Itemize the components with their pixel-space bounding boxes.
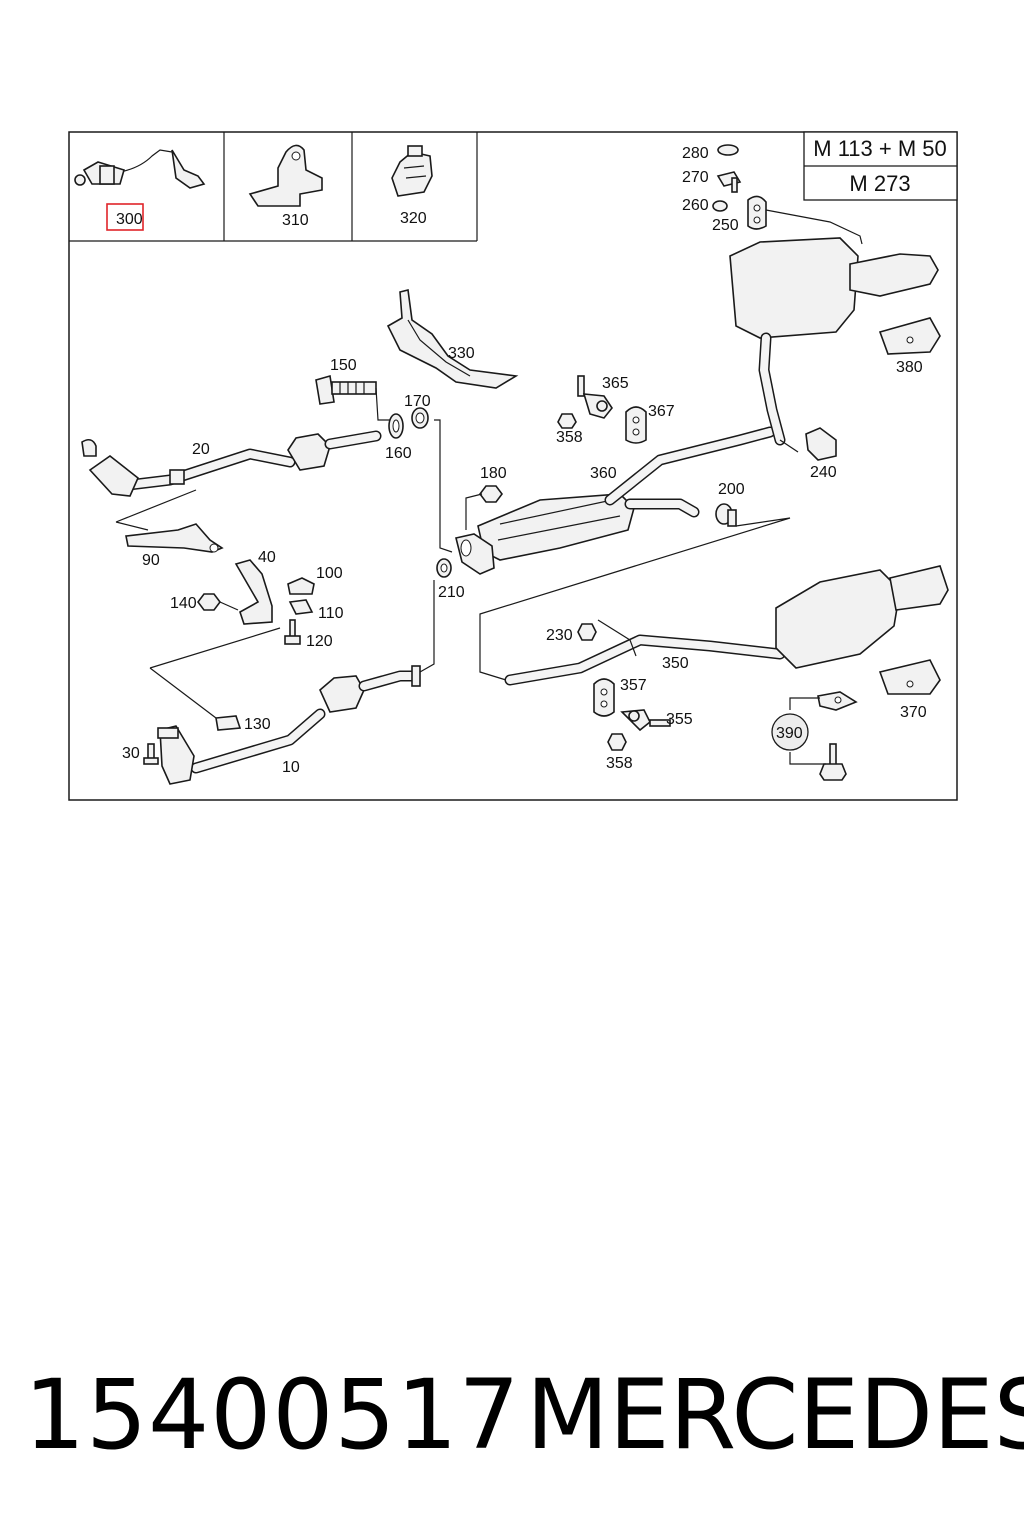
nut-358-lower[interactable] [607, 733, 627, 751]
diagram-frame [68, 131, 958, 801]
highlight-box [106, 203, 144, 231]
nut-358-upper[interactable] [557, 413, 577, 429]
label-360: 360 [590, 465, 617, 482]
heat-shield-330[interactable] [386, 289, 519, 389]
front-pipe-10[interactable] [157, 665, 421, 785]
label-280: 280 [682, 145, 709, 162]
inset-panels [69, 132, 478, 242]
label-358-upper: 358 [556, 429, 583, 446]
label-380: 380 [896, 359, 923, 376]
label-250: 250 [712, 217, 739, 234]
label-20: 20 [192, 441, 210, 458]
rear-pipe-350[interactable] [504, 565, 949, 686]
label-110: 110 [318, 605, 344, 622]
bolt-30[interactable] [143, 743, 159, 765]
nut-140[interactable] [197, 593, 221, 611]
hanger-355[interactable] [620, 709, 671, 732]
label-10: 10 [282, 759, 300, 776]
label-367: 367 [648, 403, 675, 420]
clamp-200[interactable] [715, 503, 737, 527]
rubber-mount-367[interactable] [625, 406, 647, 444]
engine-table: M 113 + M 50 M 273 [803, 131, 958, 201]
rubber-mount-250[interactable] [747, 195, 767, 230]
washer-280[interactable] [717, 144, 739, 156]
label-310: 310 [282, 212, 309, 229]
label-370: 370 [900, 704, 927, 721]
front-pipe-20[interactable] [81, 430, 382, 497]
oxygen-sensor[interactable] [74, 149, 206, 189]
label-90: 90 [142, 552, 160, 569]
label-350: 350 [662, 655, 689, 672]
part-number: 15400517 [24, 1359, 521, 1471]
label-270: 270 [682, 169, 709, 186]
label-330: 330 [448, 345, 475, 362]
label-130: 130 [244, 716, 271, 733]
nut-180[interactable] [479, 485, 503, 503]
bracket-90[interactable] [125, 523, 224, 553]
gasket-160[interactable] [388, 413, 404, 439]
rear-muffler-upper[interactable] [729, 237, 939, 446]
clip-390[interactable] [817, 691, 858, 781]
label-390: 390 [776, 725, 803, 742]
clip-100[interactable] [287, 577, 315, 595]
clip-110[interactable] [288, 599, 314, 615]
rubber-mount-357[interactable] [593, 678, 615, 717]
clip-130[interactable] [215, 715, 242, 731]
ring-210[interactable] [436, 558, 452, 578]
tailpipe-tip-380[interactable] [878, 317, 941, 355]
label-120: 120 [306, 633, 333, 650]
bolt-120[interactable] [284, 619, 301, 645]
bracket-240[interactable] [805, 427, 837, 461]
label-30: 30 [122, 745, 140, 762]
label-230: 230 [546, 627, 573, 644]
label-320: 320 [400, 210, 427, 227]
nut-230[interactable] [577, 623, 597, 641]
label-355: 355 [666, 711, 693, 728]
label-300: 300 [116, 211, 143, 228]
tailpipe-tip-370[interactable] [878, 659, 941, 695]
exhaust-system-diagram: M 113 + M 50 M 273 300 310 320 330 150 [68, 131, 958, 801]
label-357: 357 [620, 677, 647, 694]
label-365: 365 [602, 375, 629, 392]
label-358-lower: 358 [606, 755, 633, 772]
label-160: 160 [385, 445, 412, 462]
label-260: 260 [682, 197, 709, 214]
label-240: 240 [810, 464, 837, 481]
label-170: 170 [404, 393, 431, 410]
engine-row-1: M 113 + M 50 [813, 136, 947, 161]
label-40: 40 [258, 549, 276, 566]
bolt-270[interactable] [716, 171, 742, 193]
bracket-310[interactable] [248, 144, 323, 207]
hanger-365[interactable] [577, 375, 613, 419]
label-180: 180 [480, 465, 507, 482]
engine-row-2: M 273 [849, 171, 910, 196]
brand-name: MERCEDES [526, 1359, 1024, 1471]
label-150: 150 [330, 357, 357, 374]
label-100: 100 [316, 565, 343, 582]
label-210: 210 [438, 584, 465, 601]
bolt-150[interactable] [315, 374, 377, 405]
ring-170[interactable] [411, 407, 429, 429]
callout-390 [771, 713, 809, 751]
label-140: 140 [170, 595, 197, 612]
clamp-320[interactable] [391, 145, 433, 197]
footer: 15400517 MERCEDES [0, 1360, 1024, 1470]
label-200: 200 [718, 481, 745, 498]
nut-260[interactable] [712, 200, 728, 212]
middle-muffler-360[interactable] [455, 426, 776, 575]
bracket-40[interactable] [234, 559, 273, 625]
